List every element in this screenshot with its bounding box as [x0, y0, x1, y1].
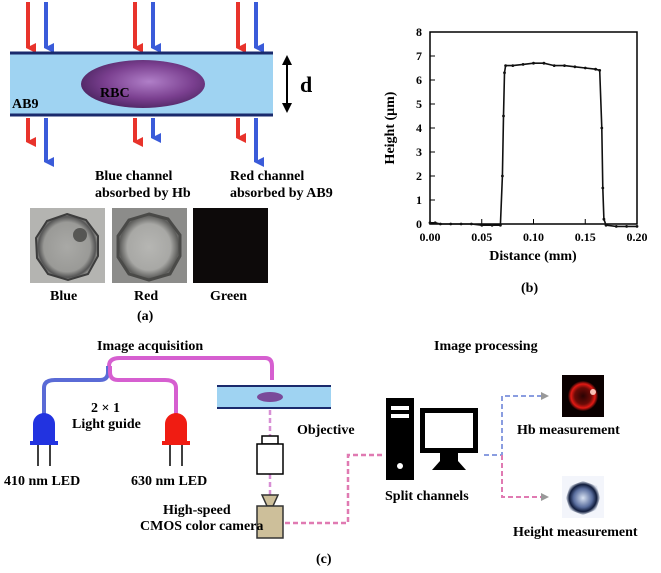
blue-thumbnail-cell — [34, 212, 99, 282]
profile-point — [542, 61, 546, 65]
y-tick-label: 0 — [416, 217, 422, 231]
profile-point — [594, 67, 597, 71]
profile-point — [511, 64, 515, 67]
computer-icon — [386, 398, 478, 480]
panel-c: Image acquisition Image processing 2 × 1… — [4, 339, 638, 567]
profile-point — [604, 223, 608, 227]
profile-point — [459, 222, 463, 226]
x-tick-label: 0.10 — [523, 230, 544, 244]
fiber-blue-led — [42, 366, 110, 415]
led-630-label: 630 nm LED — [131, 474, 207, 489]
y-tick-label: 7 — [416, 49, 422, 63]
x-tick-label: 0.00 — [420, 230, 441, 244]
profile-point — [499, 223, 502, 227]
profile-point — [470, 222, 473, 226]
profile-point — [573, 65, 577, 69]
profile-point — [428, 221, 432, 225]
sample-rbc — [257, 392, 283, 402]
camera-label-line2: CMOS color camera — [140, 519, 263, 534]
thickness-label: d — [300, 72, 312, 97]
panel-c-label: (c) — [316, 552, 332, 567]
x-axis-ticks: 0.00 0.05 0.10 0.15 0.20 — [420, 219, 648, 244]
green-thumbnail — [193, 208, 268, 283]
camera-computer-link — [285, 453, 383, 525]
profile-point — [480, 223, 484, 227]
red-thumbnail-cell — [116, 212, 182, 282]
profile-point — [532, 61, 535, 65]
y-tick-label: 1 — [416, 193, 422, 207]
ab9-label: AB9 — [12, 97, 38, 112]
panel-a: RBC AB9 d Blue channel absorbed by Hb Re… — [10, 2, 333, 324]
x-axis-label: Distance (mm) — [489, 249, 577, 264]
profile-point — [552, 64, 556, 67]
y-tick-label: 8 — [416, 25, 422, 39]
light-guide-ratio: 2 × 1 — [91, 401, 120, 416]
profile-point — [501, 174, 504, 178]
plot-frame — [429, 31, 638, 225]
hb-measurement-label: Hb measurement — [517, 423, 620, 438]
profile-point — [583, 66, 587, 70]
profile-point — [614, 225, 618, 228]
fiber-red-led — [108, 366, 178, 415]
profile-point — [433, 221, 437, 225]
x-tick-label: 0.15 — [575, 230, 596, 244]
profile-point — [600, 126, 604, 130]
x-tick-label: 0.20 — [627, 230, 648, 244]
rbc-cell — [81, 60, 205, 108]
profile-point — [503, 71, 506, 75]
blue-channel-caption-line2: absorbed by Hb — [95, 186, 191, 201]
panel-b: 0 1 2 3 4 5 6 7 8 0.00 0.05 0.10 0.15 0.20 Height (μ… — [383, 25, 648, 296]
x-tick-label: 0.05 — [471, 230, 492, 244]
profile-point — [504, 64, 507, 67]
profile-point — [563, 64, 566, 67]
y-tick-label: 6 — [416, 73, 422, 87]
objective-icon — [256, 435, 284, 475]
y-axis-ticks: 0 1 2 3 4 5 6 7 8 — [416, 25, 435, 231]
blue-thumbnail-dark-spot — [73, 228, 87, 242]
profile-point — [635, 225, 639, 228]
camera-icon — [256, 494, 284, 539]
profile-point — [439, 222, 442, 226]
profile-point — [598, 69, 602, 72]
light-guide-label: Light guide — [72, 417, 141, 432]
branch-link-hb — [484, 392, 549, 456]
profile-point — [449, 222, 453, 226]
height-measurement-label: Height measurement — [513, 525, 638, 540]
camera-label-line1: High-speed — [163, 503, 231, 518]
acquisition-title: Image acquisition — [97, 339, 203, 354]
red-channel-caption-line2: absorbed by AB9 — [230, 186, 333, 201]
height-profile-line — [430, 62, 637, 228]
profile-point — [601, 186, 605, 190]
y-tick-label: 3 — [416, 145, 422, 159]
panel-a-label: (a) — [137, 309, 154, 324]
split-channels-label: Split channels — [385, 489, 469, 504]
rbc-label: RBC — [100, 86, 130, 101]
blue-led-icon — [30, 413, 58, 466]
led-410-label: 410 nm LED — [4, 474, 80, 489]
objective-label: Objective — [297, 423, 355, 438]
y-axis-label: Height (μm) — [383, 91, 398, 164]
thumb-label-red: Red — [134, 289, 158, 304]
blue-channel-caption-line1: Blue channel — [95, 169, 173, 184]
red-led-icon — [162, 413, 190, 466]
profile-point — [490, 223, 494, 227]
red-channel-caption-line1: Red channel — [230, 169, 304, 184]
profile-point — [602, 217, 606, 221]
thumb-label-blue: Blue — [50, 289, 77, 304]
y-tick-label: 5 — [416, 97, 422, 111]
y-tick-label: 2 — [416, 169, 422, 183]
y-tick-label: 4 — [416, 121, 422, 135]
height-profile-points — [428, 61, 639, 228]
panel-b-label: (b) — [521, 281, 538, 296]
profile-point — [502, 114, 505, 118]
fiber-combined — [107, 356, 274, 380]
profile-point — [521, 63, 525, 66]
branch-link-height — [501, 455, 549, 501]
processing-title: Image processing — [434, 339, 538, 354]
profile-point — [625, 225, 628, 228]
thumb-label-green: Green — [210, 289, 247, 304]
